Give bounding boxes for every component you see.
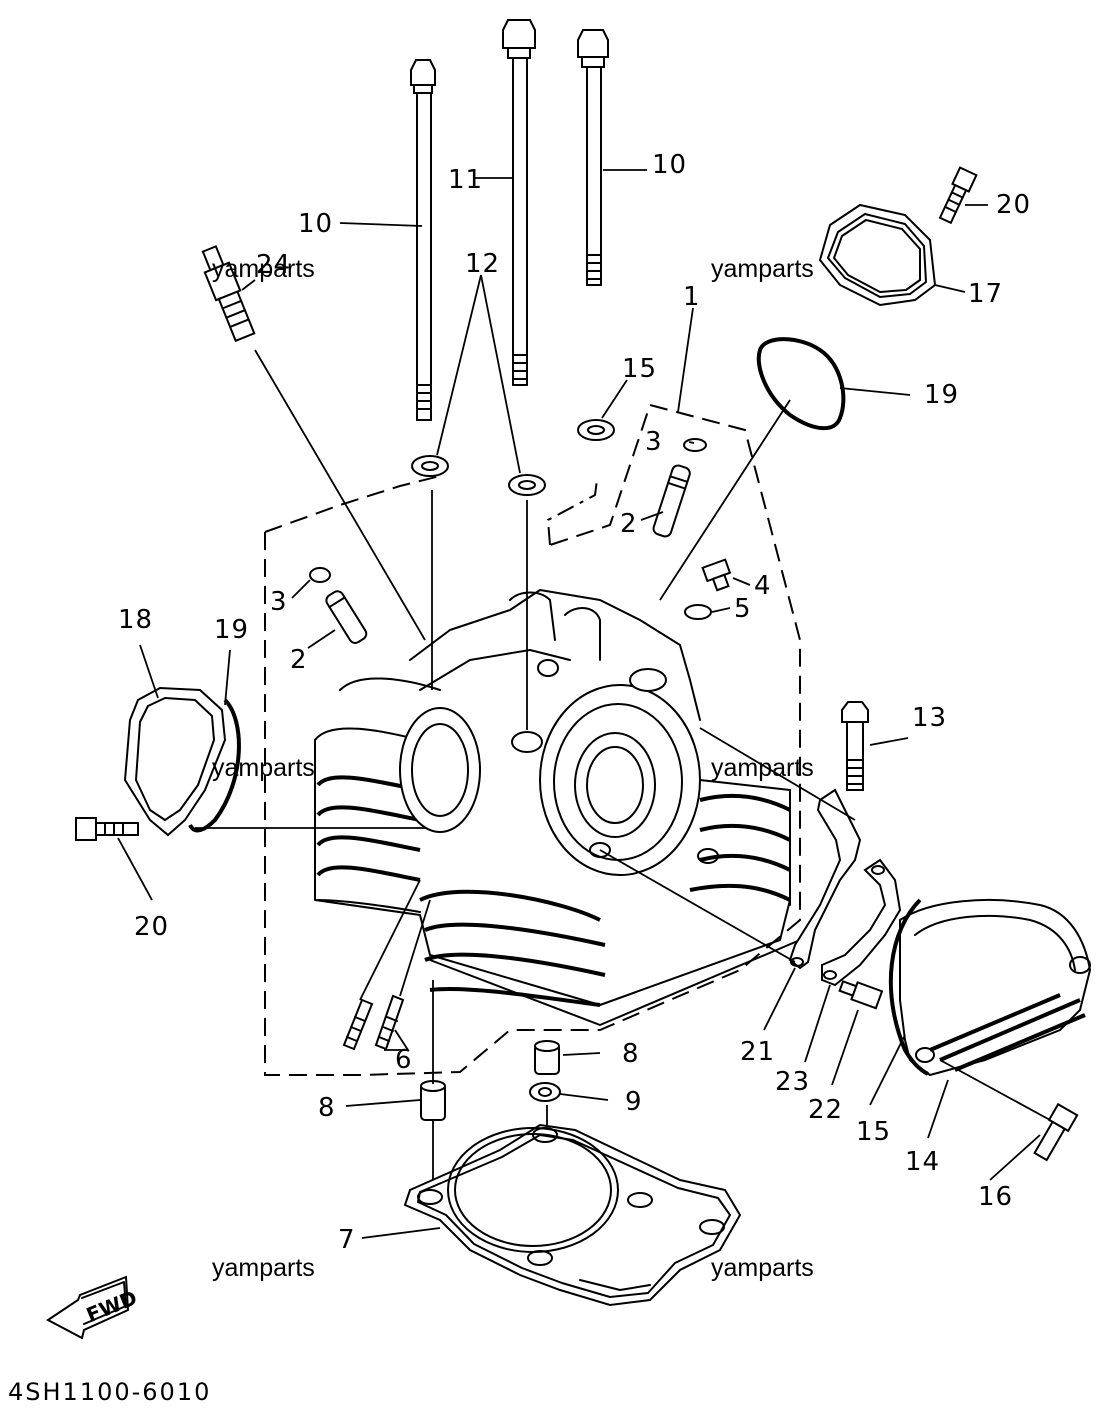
fwd-arrow-icon: FWD [46, 1275, 140, 1340]
watermark-bottom-left: yamparts [212, 1254, 315, 1282]
callout-2-left: 2 [290, 645, 308, 675]
head-assembly-inner-boundary [546, 479, 598, 546]
valve-guide-left [325, 590, 368, 644]
gasket-21-leader [599, 849, 796, 963]
washer-12-left [411, 455, 449, 477]
side-cover-18 [123, 686, 227, 837]
callout-18: 18 [118, 605, 153, 635]
bolt-4 [701, 558, 732, 592]
washer-12-right [508, 474, 546, 496]
callout-12: 12 [465, 249, 500, 279]
valve-guide-right [652, 464, 691, 538]
head-bolt-left [410, 59, 436, 421]
gasket-21 [788, 788, 862, 970]
head-bolt-right [577, 29, 609, 286]
guide-clip-left [309, 567, 331, 583]
spark-plug-leader [254, 349, 426, 641]
dowel-8-left [420, 1080, 446, 1121]
watermarks: yamparts yamparts yamparts yamparts yamp… [212, 255, 814, 1282]
o-ring-19-side [188, 698, 241, 833]
callout-3-left: 3 [270, 587, 288, 617]
cylinder-head-body [314, 589, 801, 1026]
spark-plug [201, 245, 256, 343]
callout-labels: 1 2 2 3 3 4 5 6 7 8 8 9 10 10 11 12 13 1… [118, 150, 1031, 1255]
o-ring-19-top-leader [659, 399, 791, 601]
callout-3-right: 3 [645, 427, 663, 457]
callout-1: 1 [683, 282, 701, 312]
head-gasket-7 [403, 1123, 742, 1307]
callout-16: 16 [978, 1182, 1013, 1212]
watermark-middle-left: yamparts [212, 754, 315, 782]
callout-9: 9 [625, 1087, 643, 1117]
watermark-top-right: yamparts [711, 255, 814, 283]
callout-8-right: 8 [622, 1039, 640, 1069]
bolt-20-top [938, 166, 978, 225]
callout-2-right: 2 [620, 509, 638, 539]
watermark-middle-right: yamparts [711, 754, 814, 782]
callout-leaders [117, 169, 1041, 1239]
bolt-16-leader [939, 1059, 1051, 1121]
bolt-22 [838, 980, 884, 1010]
callout-22: 22 [808, 1095, 843, 1125]
washer-5 [684, 604, 712, 620]
watermark-top-left: yamparts [212, 255, 315, 283]
callout-8-left: 8 [318, 1093, 336, 1123]
callout-21: 21 [740, 1037, 775, 1067]
callout-10-right: 10 [652, 150, 687, 180]
callout-17: 17 [968, 279, 1003, 309]
o-ring-15-side [888, 898, 929, 1076]
callout-23: 23 [775, 1067, 810, 1097]
callout-14: 14 [905, 1147, 940, 1177]
callout-20-top: 20 [996, 190, 1031, 220]
studs-6 [342, 879, 431, 1051]
callout-5: 5 [734, 594, 752, 624]
dowel-8-right [534, 1040, 560, 1075]
callout-11: 11 [448, 165, 483, 195]
washer-15-top [577, 419, 615, 441]
washer-9 [529, 1082, 561, 1102]
callout-4: 4 [754, 571, 772, 601]
bolt-16 [1033, 1102, 1079, 1162]
bolt-13 [841, 701, 869, 791]
head-assembly-boundary [264, 403, 801, 1076]
callout-13: 13 [912, 703, 947, 733]
callout-19-top: 19 [924, 380, 959, 410]
gasket-23 [821, 858, 902, 987]
callout-15-bottom: 15 [856, 1117, 891, 1147]
o-ring-19-top [756, 337, 846, 431]
guide-clip-right [683, 438, 707, 452]
tappet-cover-14 [899, 899, 1092, 1077]
callout-6: 6 [395, 1045, 413, 1075]
watermark-bottom-right: yamparts [711, 1254, 814, 1282]
callout-19-side: 19 [214, 615, 249, 645]
callout-10-left: 10 [298, 209, 333, 239]
callout-15-top: 15 [622, 354, 657, 384]
head-bolt-center [502, 19, 536, 386]
callout-24: 24 [256, 250, 291, 280]
bolt-20-side [75, 817, 139, 841]
callout-20-side: 20 [134, 912, 169, 942]
diagram-code: 4SH1100-6010 [8, 1378, 211, 1406]
bolt-13-leader [699, 727, 856, 821]
intake-cover-17 [818, 203, 937, 307]
callout-7: 7 [338, 1225, 356, 1255]
